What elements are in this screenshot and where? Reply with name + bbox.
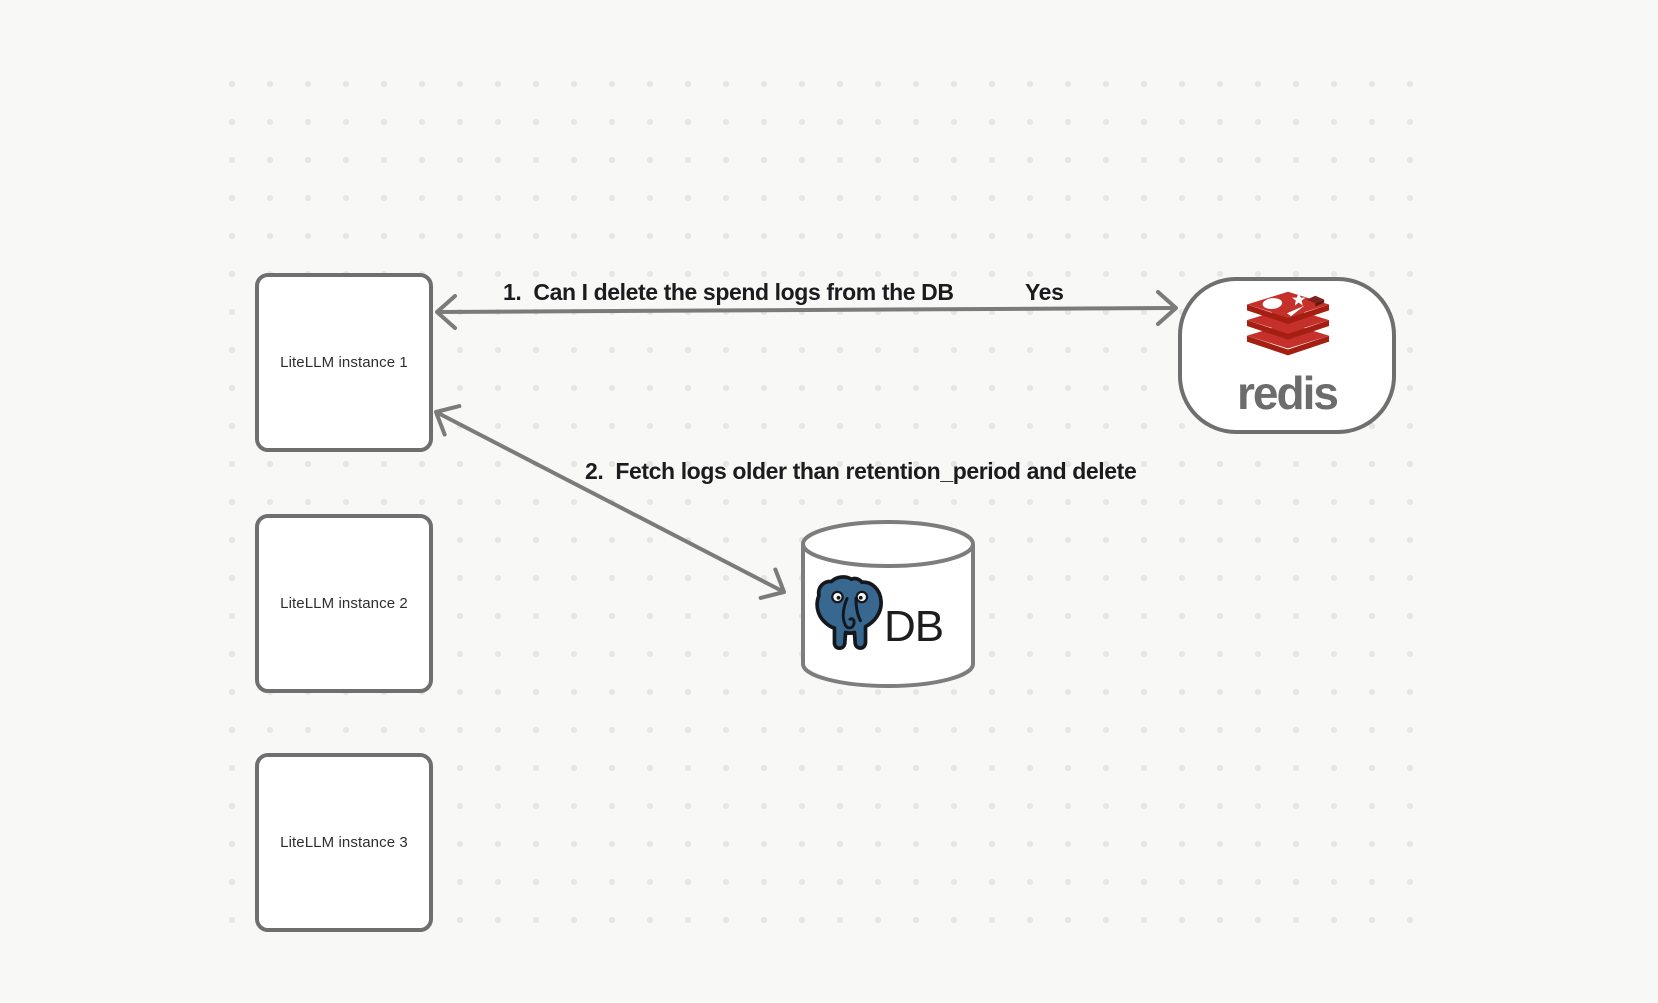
redis-stack-icon	[1246, 291, 1330, 356]
step2-annotation[interactable]: 2. Fetch logs older than retention_perio…	[585, 458, 1137, 484]
step1-annotation[interactable]: 1. Can I delete the spend logs from the …	[503, 279, 954, 305]
arrow-step1[interactable]	[435, 290, 1178, 330]
arrowhead-down-right-icon	[758, 567, 786, 600]
db-label: DB	[884, 602, 944, 651]
step1-answer-annotation[interactable]: Yes	[1025, 279, 1064, 305]
litellm-instance-1-label: LiteLLM instance 1	[280, 354, 408, 371]
litellm-instance-3-label: LiteLLM instance 3	[280, 834, 408, 851]
arrowhead-left-icon	[435, 294, 457, 330]
postgresql-elephant-icon	[815, 575, 883, 651]
arrowhead-right-icon	[1156, 290, 1178, 326]
redis-wordmark: redis	[1237, 367, 1339, 419]
litellm-instance-2-node[interactable]: LiteLLM instance 2	[255, 514, 433, 693]
arrow-step2[interactable]	[429, 398, 792, 606]
litellm-instance-2-label: LiteLLM instance 2	[280, 595, 408, 612]
litellm-instance-1-node[interactable]: LiteLLM instance 1	[255, 273, 433, 452]
arrowhead-up-left-icon	[434, 404, 462, 437]
litellm-instance-3-node[interactable]: LiteLLM instance 3	[255, 753, 433, 932]
